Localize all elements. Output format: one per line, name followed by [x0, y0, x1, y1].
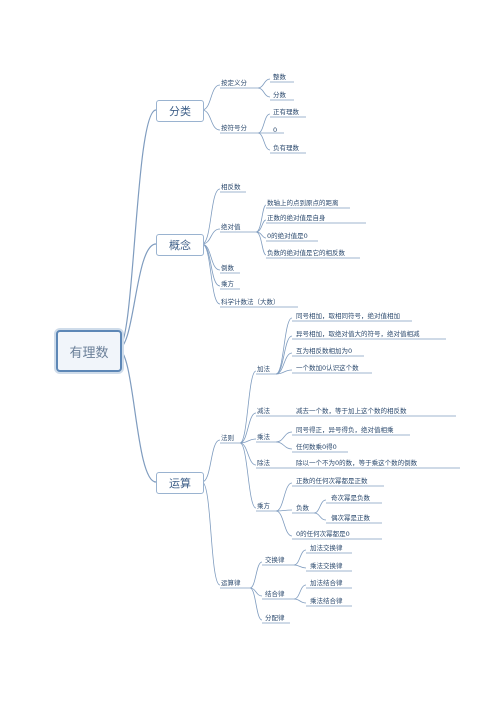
node-sci-notation[interactable]: 科学计数法（大数） — [221, 298, 280, 306]
node-multiplication[interactable]: 乘法 — [257, 433, 270, 441]
node-power-zero[interactable]: 0的任何次幂都是0 — [296, 530, 350, 538]
node-add-same-sign[interactable]: 同号相加，取相同符号，绝对值相加 — [296, 312, 400, 320]
node-power-positive[interactable]: 正数的任何次幂都是正数 — [296, 477, 368, 485]
node-associative[interactable]: 结合律 — [265, 590, 285, 598]
node-abs-negative[interactable]: 负数的绝对值是它的相反数 — [267, 249, 345, 257]
node-negative-rational[interactable]: 负有理数 — [273, 144, 299, 152]
node-integer[interactable]: 整数 — [273, 73, 286, 81]
node-divide-rule[interactable]: 除以一个不为0的数，等于乘这个数的倒数 — [296, 459, 418, 467]
node-commutative[interactable]: 交换律 — [265, 556, 285, 564]
node-mul-commutative[interactable]: 乘法交换律 — [310, 562, 343, 570]
node-add-zero[interactable]: 一个数加0认识这个数 — [296, 364, 359, 372]
node-by-sign[interactable]: 按符号分 — [221, 124, 247, 132]
node-subtract-rule[interactable]: 减去一个数，等于加上这个数的相反数 — [296, 407, 407, 415]
topic-concept-label: 概念 — [169, 239, 191, 252]
node-distributive[interactable]: 分配律 — [265, 614, 285, 622]
node-opposite-number[interactable]: 相反数 — [221, 183, 241, 191]
connector-root-operations — [117, 348, 157, 483]
node-multiply-zero[interactable]: 任何数乘0得0 — [296, 443, 337, 451]
node-add-commutative[interactable]: 加法交换律 — [310, 544, 343, 552]
node-zero[interactable]: 0 — [273, 126, 278, 134]
node-abs-def[interactable]: 数轴上的点到原点的距离 — [267, 199, 339, 207]
node-power-negative[interactable]: 负数 — [296, 504, 309, 512]
node-rules[interactable]: 法则 — [221, 434, 234, 442]
node-add-opposites[interactable]: 互为相反数相加为0 — [296, 347, 353, 355]
node-addition[interactable]: 加法 — [257, 365, 270, 373]
node-power-odd[interactable]: 奇次幂是负数 — [331, 494, 370, 502]
node-mul-associative[interactable]: 乘法结合律 — [310, 597, 343, 605]
node-fraction[interactable]: 分数 — [273, 91, 286, 99]
node-power-rule[interactable]: 乘方 — [257, 502, 270, 510]
node-by-definition[interactable]: 按定义分 — [221, 79, 247, 87]
topic-operations-label: 运算 — [169, 477, 191, 490]
node-positive-rational[interactable]: 正有理数 — [273, 108, 299, 116]
node-reciprocal[interactable]: 倒数 — [221, 264, 234, 272]
topic-classify[interactable]: 分类 — [156, 100, 204, 122]
topic-concept[interactable]: 概念 — [156, 234, 204, 256]
node-subtraction[interactable]: 减法 — [257, 407, 270, 415]
connector-root-classify — [117, 109, 157, 350]
node-abs-zero[interactable]: 0的绝对值是0 — [267, 232, 308, 240]
topic-operations[interactable]: 运算 — [156, 472, 204, 494]
root-topic[interactable]: 有理数 — [56, 330, 122, 372]
node-division[interactable]: 除法 — [257, 459, 270, 467]
connector-root-concept — [117, 243, 157, 350]
topic-classify-label: 分类 — [169, 105, 191, 118]
node-add-associative[interactable]: 加法结合律 — [310, 579, 343, 587]
node-add-diff-sign[interactable]: 异号相加，取绝对值大的符号，绝对值相减 — [296, 330, 420, 338]
root-topic-label: 有理数 — [69, 345, 109, 361]
node-abs-positive[interactable]: 正数的绝对值是自身 — [267, 214, 326, 222]
node-laws[interactable]: 运算律 — [221, 579, 241, 587]
node-power-concept[interactable]: 乘方 — [221, 280, 234, 288]
node-absolute-value[interactable]: 绝对值 — [221, 223, 241, 231]
node-multiply-sign[interactable]: 同号得正，异号得负，绝对值相乘 — [296, 426, 394, 434]
node-power-even[interactable]: 偶次幂是正数 — [331, 514, 370, 522]
